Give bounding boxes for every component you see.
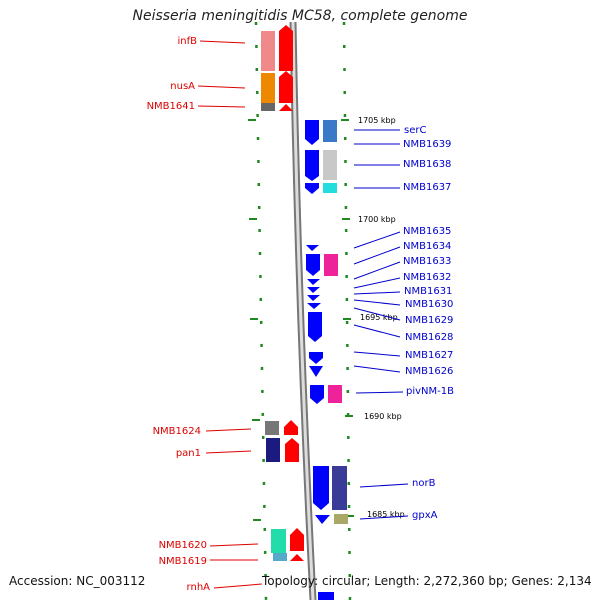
NMB1619-gene — [273, 553, 287, 561]
right-major-ticks — [341, 119, 354, 517]
label-NMB1626[interactable]: NMB1626 — [405, 366, 453, 377]
label-NMB1634[interactable]: NMB1634 — [403, 241, 451, 252]
feature-infB[interactable] — [261, 25, 293, 71]
feature-NMB1628[interactable] — [308, 312, 322, 342]
label-NMB1630[interactable]: NMB1630 — [405, 299, 453, 310]
tick-label: 1705 kbp — [358, 116, 396, 125]
NMB1619-cds-arrow — [290, 554, 304, 561]
nusA-cds-arrow — [279, 71, 293, 103]
label-NMB1627[interactable]: NMB1627 — [405, 350, 453, 361]
label-NMB1619[interactable]: NMB1619 — [159, 556, 207, 567]
tick-label: 1690 kbp — [364, 412, 402, 421]
label-NMB1635[interactable]: NMB1635 — [403, 226, 451, 237]
serC-gene — [323, 120, 337, 142]
feature-NMB1624[interactable] — [265, 420, 298, 435]
feature-NMB1637[interactable] — [305, 183, 337, 194]
rnhA-gene — [318, 592, 334, 600]
serC-cds-arrow — [305, 120, 319, 145]
NMB1638-cds-arrow — [305, 150, 319, 181]
label-NMB1639[interactable]: NMB1639 — [403, 139, 451, 150]
label-NMB1624[interactable]: NMB1624 — [153, 426, 201, 437]
accession-text: Accession: NC_003112 — [9, 574, 146, 588]
NMB1627-cds-arrow — [309, 352, 323, 364]
label-pivNM-1B[interactable]: pivNM-1B — [406, 386, 454, 397]
label-NMB1633[interactable]: NMB1633 — [403, 256, 451, 267]
feature-NMB1630-group[interactable] — [307, 279, 321, 309]
norB-cds-arrow — [313, 466, 329, 510]
pan1-cds-arrow — [285, 438, 299, 462]
feature-nusA[interactable] — [261, 71, 293, 103]
NMB1641-gene — [261, 103, 275, 111]
tick-label: 1700 kbp — [358, 215, 396, 224]
label-NMB1637[interactable]: NMB1637 — [403, 182, 451, 193]
label-gpxA[interactable]: gpxA — [412, 510, 438, 521]
nusA-gene — [261, 73, 275, 103]
label-infB[interactable]: infB — [178, 36, 198, 47]
label-NMB1641[interactable]: NMB1641 — [147, 101, 195, 112]
feature-pan1[interactable] — [266, 438, 299, 462]
left-major-ticks — [248, 119, 261, 521]
label-NMB1620[interactable]: NMB1620 — [159, 540, 207, 551]
NMB1624-gene — [265, 421, 279, 435]
left-leader-lines — [197, 40, 263, 589]
genome-backbone-highlight — [291, 21, 315, 600]
NMB1641-cds-arrow — [279, 104, 293, 111]
feature-NMB1620[interactable] — [271, 528, 304, 553]
NMB1628-cds-arrow — [308, 312, 322, 342]
feature-pivNM-1B[interactable] — [310, 385, 342, 404]
right-dotted-track — [342, 21, 352, 600]
label-serC[interactable]: serC — [404, 125, 426, 136]
label-norB[interactable]: norB — [412, 478, 436, 489]
label-NMB1638[interactable]: NMB1638 — [403, 159, 451, 170]
feature-NMB1641[interactable] — [261, 103, 293, 111]
tick-label: 1695 kbp — [360, 313, 398, 322]
gpxA-gene — [334, 514, 348, 524]
NMB1638-gene — [323, 150, 337, 180]
label-NMB1629[interactable]: NMB1629 — [405, 315, 453, 326]
NMB1637-gene — [323, 183, 337, 193]
label-pan1[interactable]: pan1 — [176, 448, 201, 459]
feature-norB[interactable] — [313, 466, 347, 510]
gpxA-cds-arrow — [315, 515, 330, 524]
NMB1624-cds-arrow — [284, 420, 298, 435]
feature-gpxA[interactable] — [315, 514, 348, 524]
label-NMB1631[interactable]: NMB1631 — [404, 286, 452, 297]
infB-cds-arrow — [279, 25, 293, 71]
NMB1620-gene — [271, 529, 286, 553]
NMB1633-cds-arrow — [306, 254, 320, 276]
label-NMB1632[interactable]: NMB1632 — [403, 272, 451, 283]
norB-gene — [332, 466, 347, 510]
feature-NMB1633[interactable] — [306, 254, 338, 276]
right-leader-lines — [353, 129, 409, 520]
label-rnhA[interactable]: rnhA — [187, 582, 211, 593]
feature-serC[interactable] — [305, 120, 337, 145]
NMB1637-cds-arrow — [305, 183, 319, 194]
feature-NMB1638[interactable] — [305, 150, 337, 181]
NMB1633-gene — [324, 254, 338, 276]
pivNM-1B-cds-arrow — [310, 385, 324, 404]
page-title: Neisseria meningitidis MC58, complete ge… — [132, 8, 468, 24]
NMB1635-cds-arrow — [306, 245, 319, 251]
NMB1620-cds-arrow — [290, 528, 304, 551]
infB-gene — [261, 31, 275, 71]
pivNM-1B-gene — [328, 385, 342, 403]
feature-rnhA[interactable] — [318, 592, 334, 600]
feature-NMB1626[interactable] — [309, 366, 323, 377]
label-nusA[interactable]: nusA — [170, 81, 195, 92]
feature-NMB1635[interactable] — [306, 245, 319, 251]
label-NMB1628[interactable]: NMB1628 — [405, 332, 453, 343]
feature-NMB1627[interactable] — [309, 352, 323, 364]
feature-NMB1619[interactable] — [273, 553, 304, 561]
genome-summary: Topology: circular; Length: 2,272,360 bp… — [262, 574, 592, 588]
tick-label: 1685 kbp — [367, 510, 405, 519]
NMB1626-cds-arrow — [309, 366, 323, 377]
pan1-gene — [266, 438, 280, 462]
